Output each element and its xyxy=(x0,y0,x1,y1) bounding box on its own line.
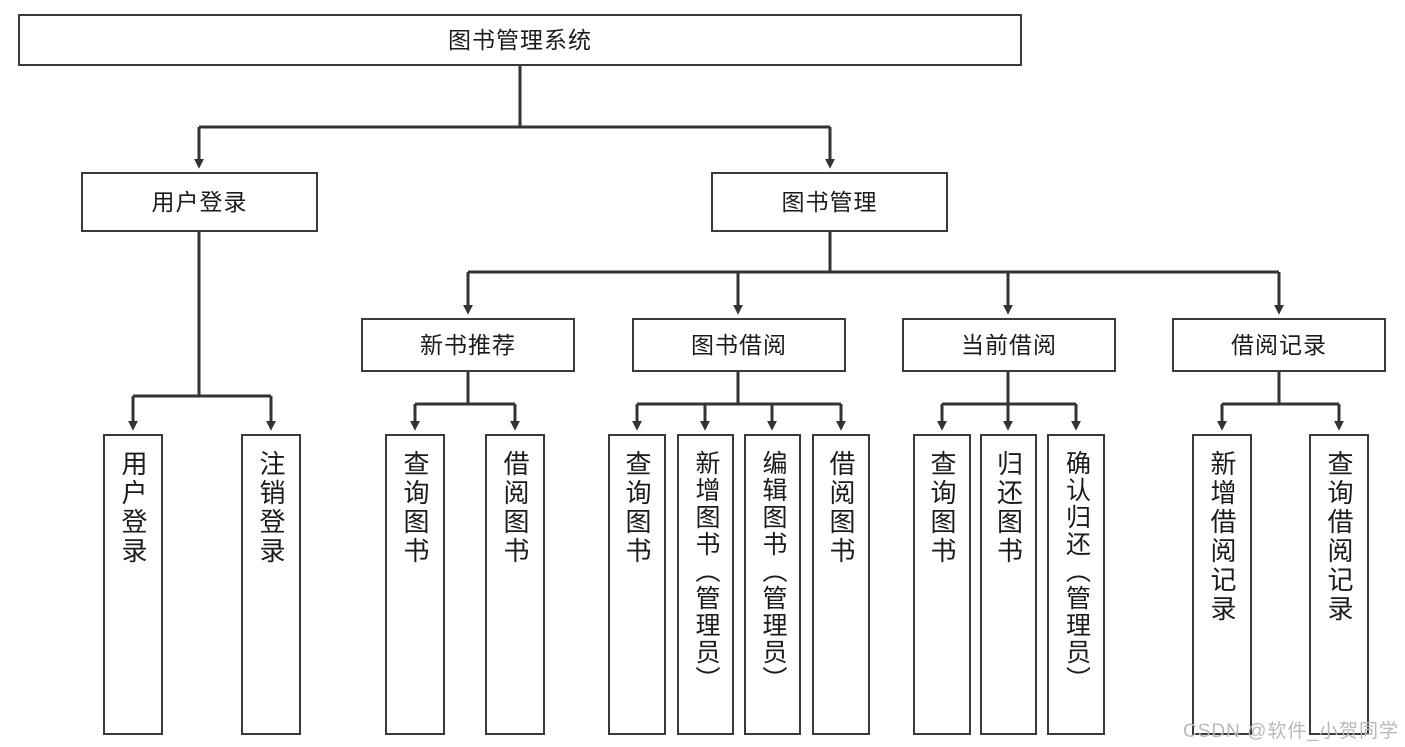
node-label: 注销登录 xyxy=(256,450,287,566)
node-label: 当前借阅 xyxy=(961,331,1057,358)
node-label: 借阅图书 xyxy=(826,450,857,566)
leaf-new-book-query[interactable]: 查询图书 xyxy=(385,434,445,735)
node-label: 用户登录 xyxy=(118,450,149,566)
node-root-system[interactable]: 图书管理系统 xyxy=(18,14,1022,66)
node-label: 归还图书 xyxy=(993,450,1024,566)
node-new-book-recommend[interactable]: 新书推荐 xyxy=(361,318,575,372)
node-label: 编辑图书（管理员） xyxy=(759,450,787,693)
node-label: 查询图书 xyxy=(927,450,958,566)
leaf-borrow-query-book[interactable]: 查询图书 xyxy=(608,434,666,735)
leaf-current-confirm-return-admin[interactable]: 确认归还（管理员） xyxy=(1047,434,1105,735)
node-label: 借阅记录 xyxy=(1231,331,1327,358)
leaf-borrow-edit-book-admin[interactable]: 编辑图书（管理员） xyxy=(744,434,801,735)
node-label: 图书借阅 xyxy=(691,331,787,358)
leaf-borrow-add-book-admin[interactable]: 新增图书（管理员） xyxy=(677,434,734,735)
node-book-borrow[interactable]: 图书借阅 xyxy=(632,318,846,372)
csdn-watermark: CSDN @软件_小贺同学 xyxy=(1183,721,1399,742)
node-label: 新增借阅记录 xyxy=(1207,450,1238,624)
node-user-login[interactable]: 用户登录 xyxy=(81,172,318,232)
leaf-record-query-record[interactable]: 查询借阅记录 xyxy=(1309,434,1369,735)
node-current-borrow[interactable]: 当前借阅 xyxy=(902,318,1116,372)
node-label: 借阅图书 xyxy=(500,450,531,566)
node-label: 图书管理 xyxy=(781,188,878,215)
leaf-user-login-logout[interactable]: 注销登录 xyxy=(241,434,301,735)
leaf-borrow-borrow-book[interactable]: 借阅图书 xyxy=(812,434,870,735)
leaf-new-book-borrow[interactable]: 借阅图书 xyxy=(485,434,545,735)
node-label: 用户登录 xyxy=(151,188,248,215)
leaf-current-return-book[interactable]: 归还图书 xyxy=(980,434,1037,735)
node-label: 新增图书（管理员） xyxy=(692,450,720,693)
node-label: 确认归还（管理员） xyxy=(1062,450,1091,693)
leaf-record-add-record[interactable]: 新增借阅记录 xyxy=(1192,434,1252,735)
node-label: 新书推荐 xyxy=(420,331,516,358)
leaf-user-login-login[interactable]: 用户登录 xyxy=(103,434,163,735)
node-book-management[interactable]: 图书管理 xyxy=(711,172,948,232)
node-label: 查询图书 xyxy=(622,450,653,566)
node-label: 查询借阅记录 xyxy=(1324,450,1355,624)
node-label: 查询图书 xyxy=(400,450,431,566)
node-label: 图书管理系统 xyxy=(448,26,592,53)
node-borrow-record[interactable]: 借阅记录 xyxy=(1172,318,1386,372)
leaf-current-query-book[interactable]: 查询图书 xyxy=(913,434,971,735)
